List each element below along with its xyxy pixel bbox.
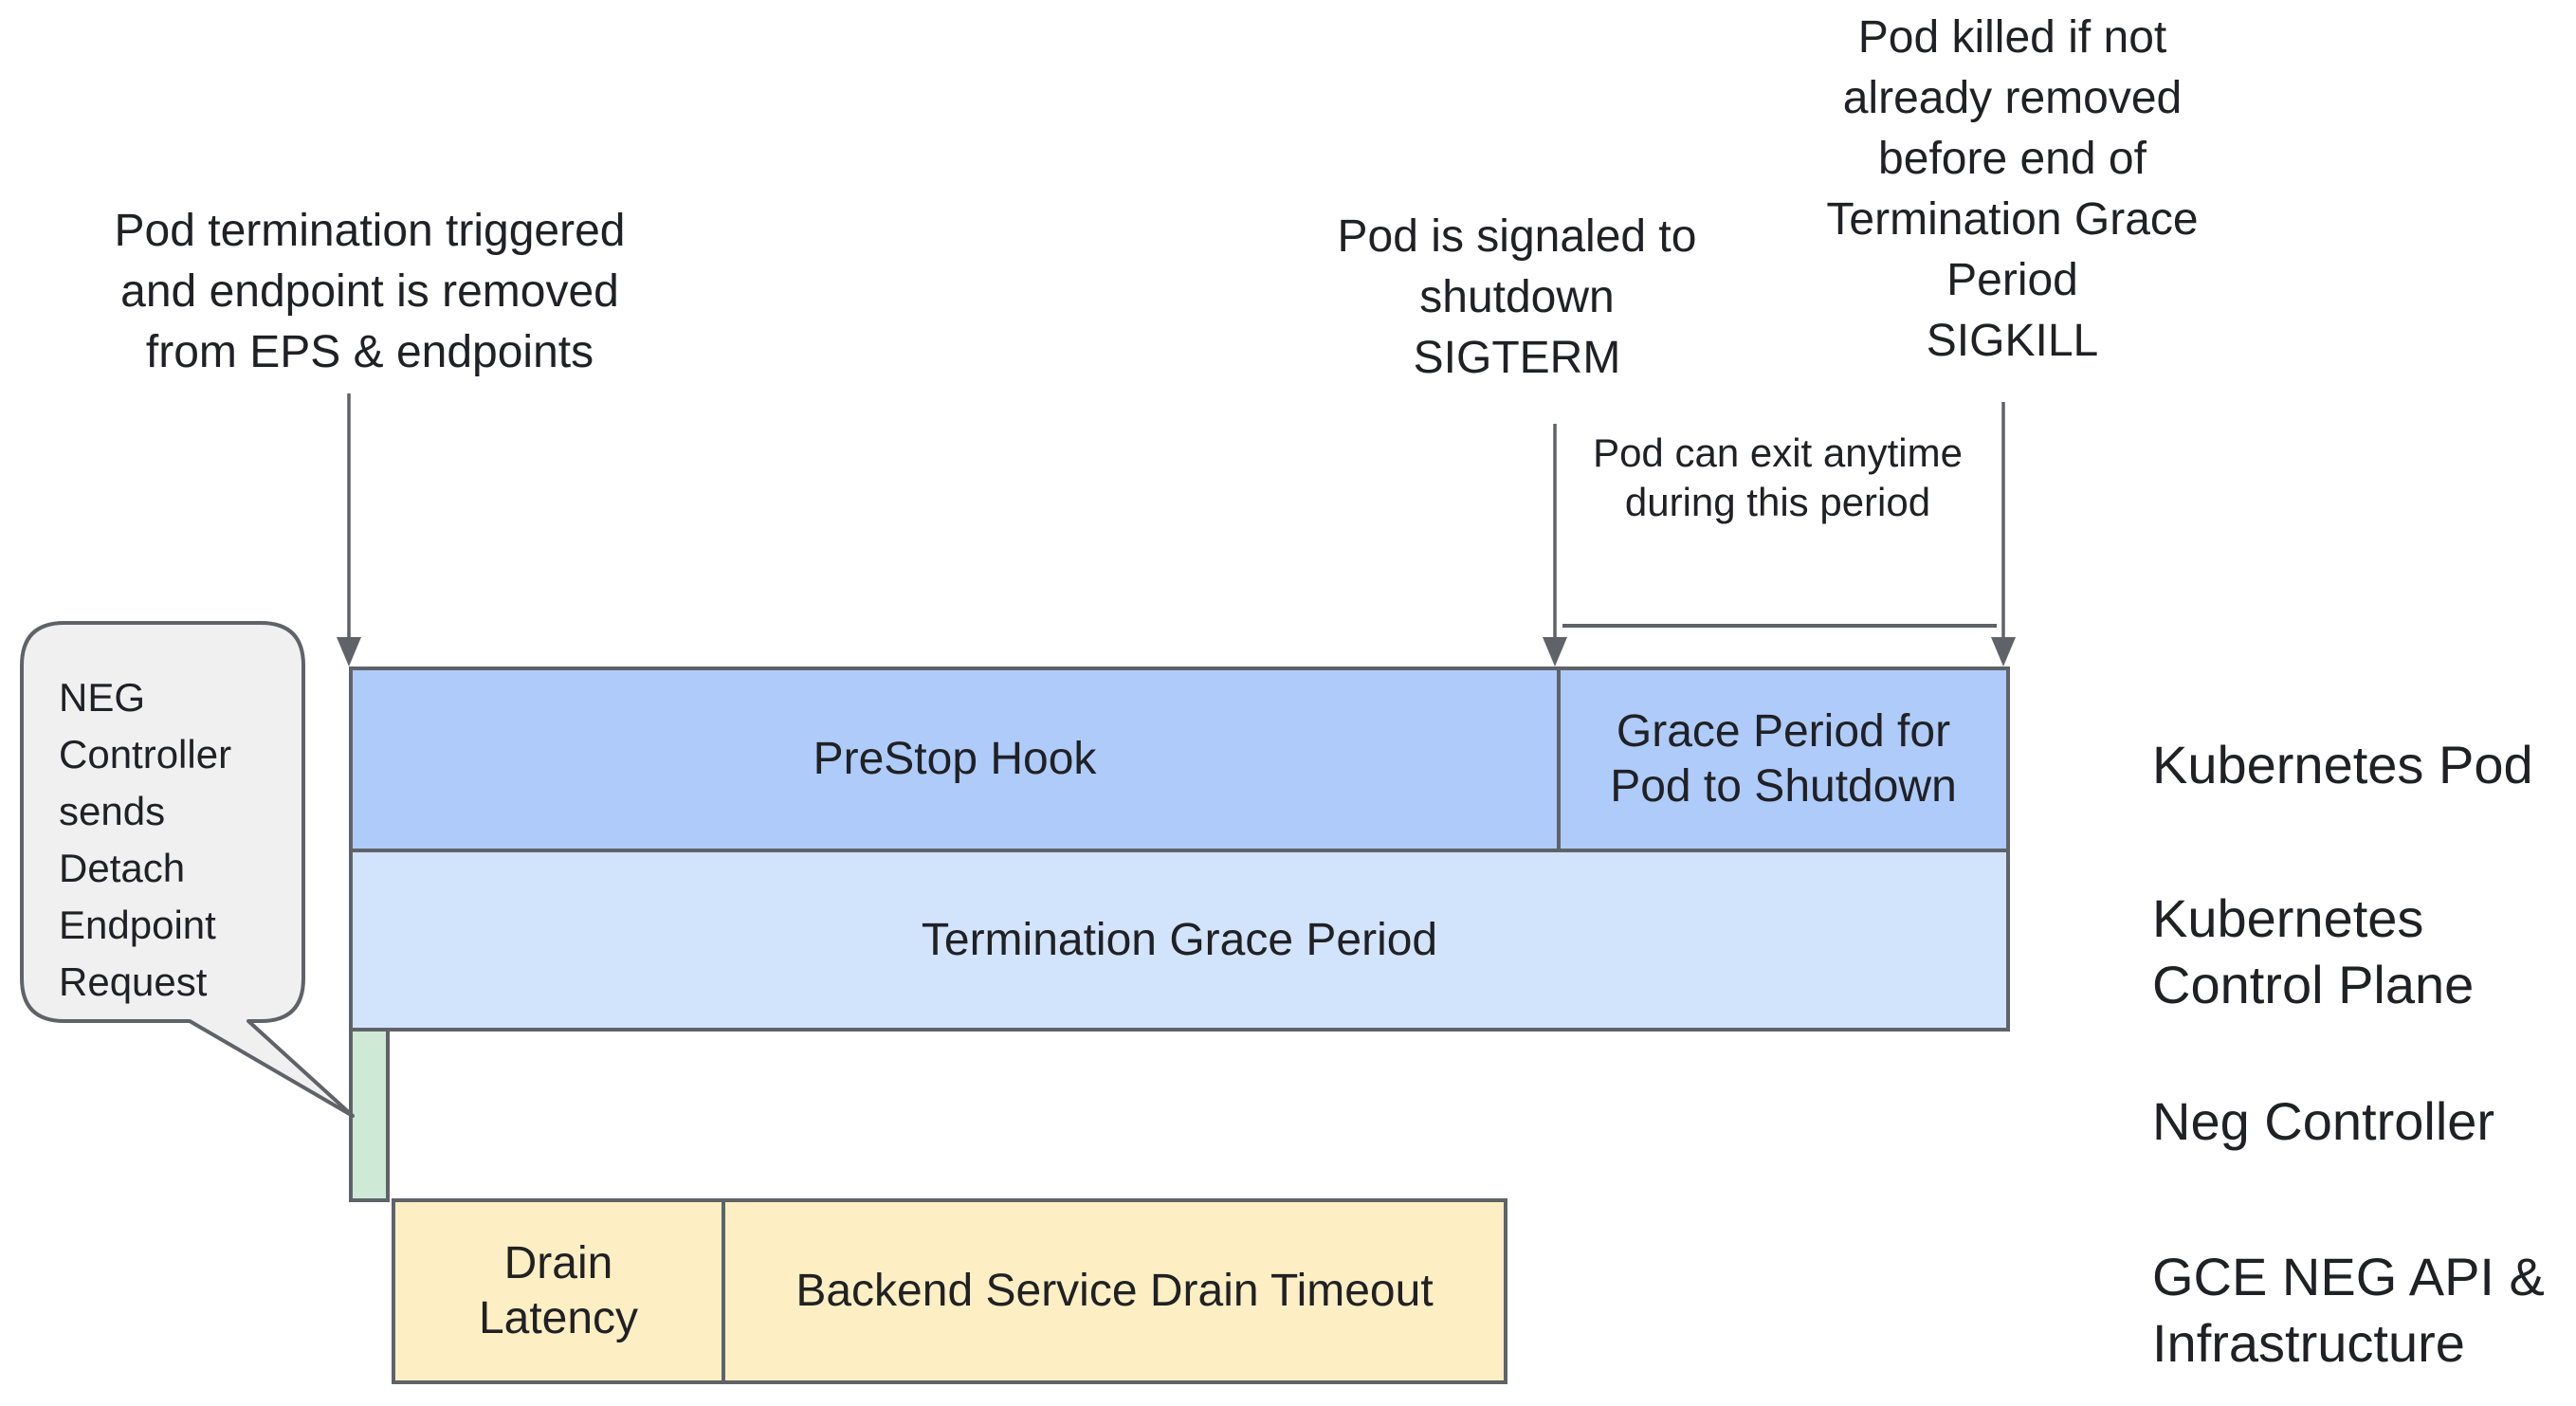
lane-label-kubernetes-control-plane: Kubernetes Control Plane: [2152, 888, 2475, 1014]
lane-label-gce-neg-api: GCE NEG API & Infrastructure: [2152, 1247, 2545, 1373]
neg-controller-bar: [349, 1028, 390, 1202]
drain-latency-segment: Drain Latency: [478, 1238, 639, 1343]
neg-speech-bubble-text: NEG Controller sends Detach Endpoint Req…: [59, 675, 232, 1004]
termination-grace-period-segment: Termination Grace Period: [921, 914, 1438, 965]
lane-label-kubernetes-pod: Kubernetes Pod: [2152, 735, 2533, 794]
termination-grace-period-bar: Termination Grace Period: [349, 849, 2010, 1032]
annotation-pod-termination: Pod termination triggered and endpoint i…: [114, 206, 626, 377]
grace-period-segment: Grace Period for Pod to Shutdown: [1557, 670, 2006, 849]
pod-termination-arrowhead: [337, 637, 361, 666]
sigterm-arrowhead: [1543, 637, 1567, 666]
prestop-hook-segment: PreStop Hook: [813, 734, 1097, 784]
kubernetes-pod-bar: PreStop Hook Grace Period for Pod to Shu…: [349, 666, 2010, 852]
annotation-pod-exit-window: Pod can exit anytime during this period: [1593, 430, 1963, 524]
annotation-sigkill: Pod killed if not already removed before…: [1826, 12, 2199, 366]
gce-drain-bar: Drain Latency Backend Service Drain Time…: [392, 1198, 1507, 1384]
annotation-sigterm: Pod is signaled to shutdown SIGTERM: [1337, 211, 1697, 383]
sigkill-arrowhead: [1991, 637, 2016, 666]
backend-drain-timeout-segment: Backend Service Drain Timeout: [722, 1202, 1504, 1380]
lane-label-neg-controller: Neg Controller: [2152, 1091, 2495, 1151]
